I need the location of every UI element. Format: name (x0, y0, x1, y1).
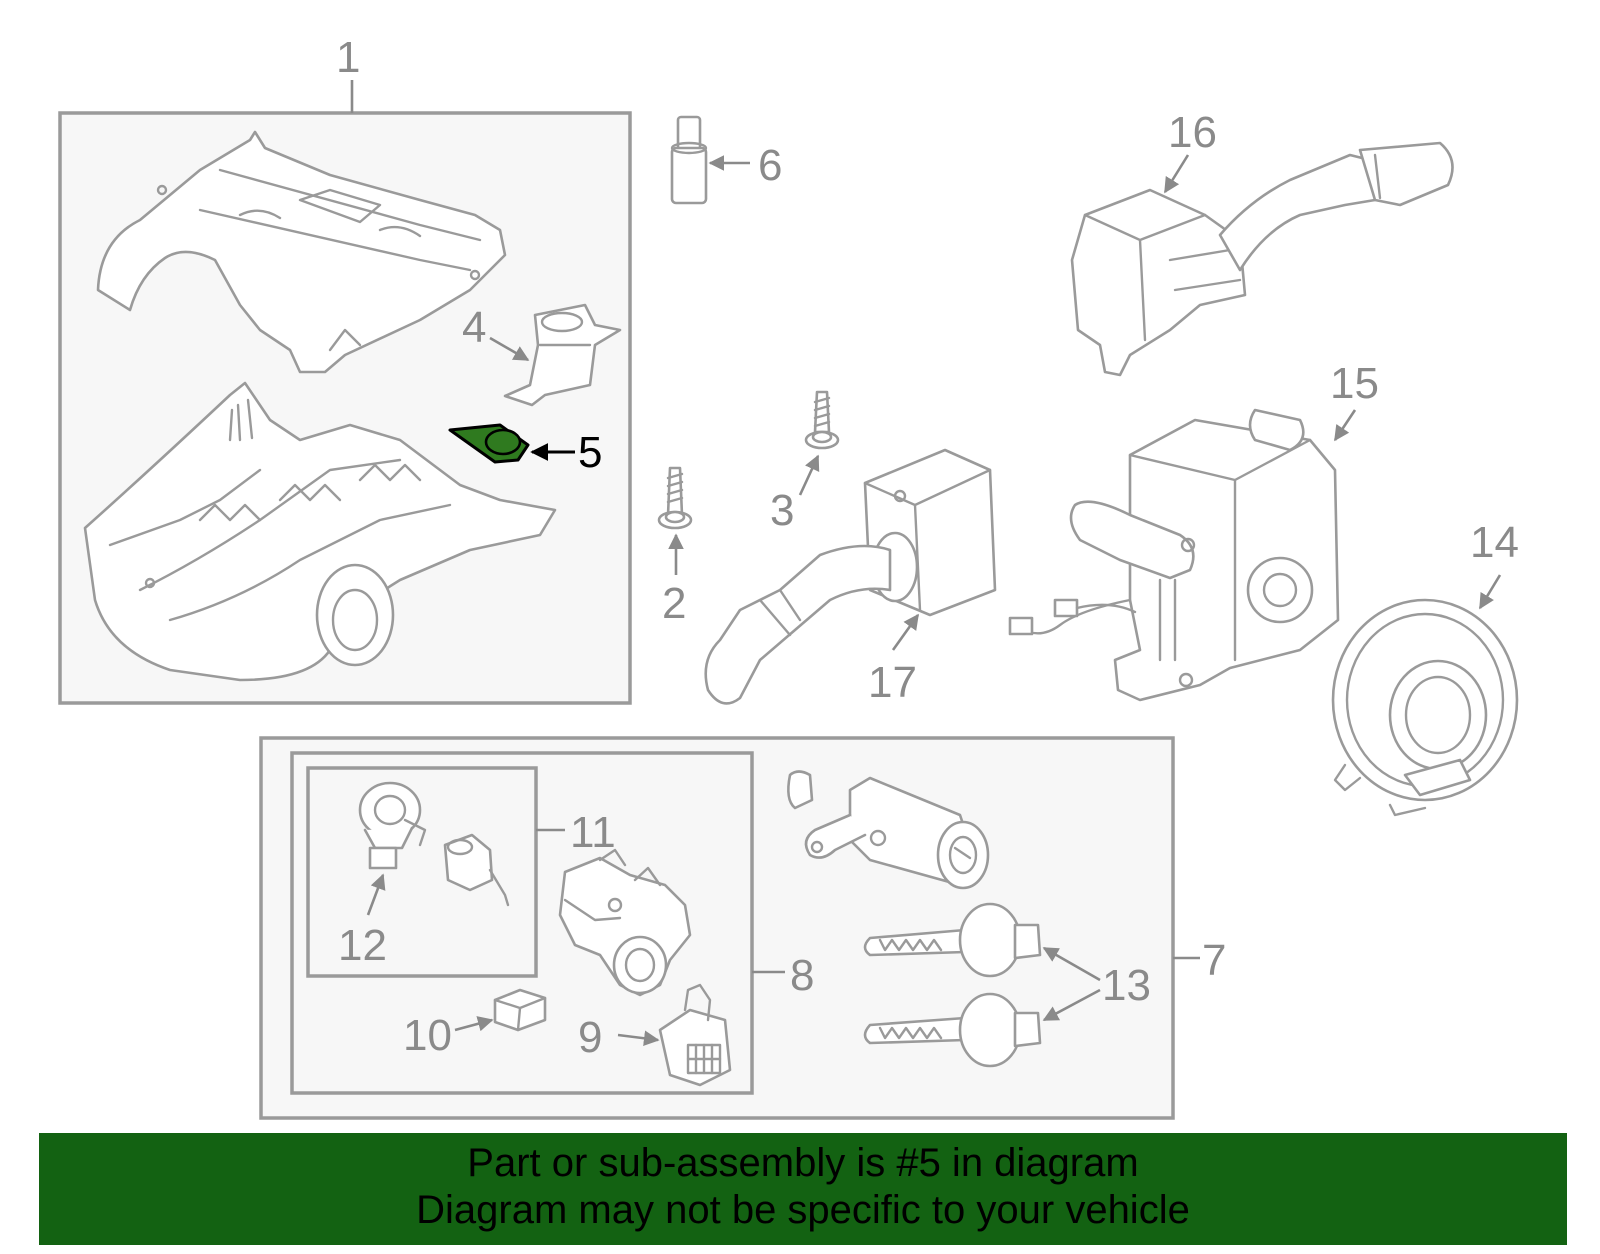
callout-11: 11 (570, 808, 616, 857)
upper-shroud-part (96, 130, 507, 374)
group-box-8 (290, 751, 754, 1095)
ignition-housing-part (558, 848, 692, 997)
banner-line-2: Diagram may not be specific to your vehi… (416, 1188, 1190, 1232)
callout-14: 14 (1470, 518, 1519, 567)
sensor-part-12 (358, 781, 427, 870)
info-banner: Part or sub-assembly is #5 in diagram Di… (39, 1133, 1567, 1245)
highlighted-part-5 (448, 423, 530, 464)
switch-part-9 (658, 983, 732, 1087)
key-part-13-upper (863, 902, 1042, 978)
lower-shroud-part (83, 381, 557, 682)
callout-5: 5 (578, 428, 602, 477)
callout-1: 1 (336, 33, 360, 82)
callout-17: 17 (868, 658, 917, 707)
screw-part-2 (657, 466, 693, 530)
callout-16: 16 (1168, 108, 1217, 157)
callout-10: 10 (403, 1011, 452, 1060)
callout-7: 7 (1202, 936, 1226, 985)
switch-part-17 (704, 448, 997, 705)
lock-cylinder-part (787, 770, 990, 890)
callout-12: 12 (338, 921, 387, 970)
callout-6: 6 (758, 141, 782, 190)
switch-part-16 (1070, 141, 1454, 377)
key-part-13-lower (863, 992, 1042, 1068)
switch-module-part-15 (1008, 408, 1340, 702)
callout-8: 8 (790, 951, 814, 1000)
screw-part-3 (804, 390, 840, 450)
switch-part-10 (493, 988, 547, 1032)
pin-part-6 (670, 115, 708, 205)
callout-3: 3 (770, 486, 794, 535)
bracket-part-4 (503, 303, 622, 407)
connector-part (443, 833, 510, 907)
callout-2: 2 (662, 579, 686, 628)
callout-13: 13 (1102, 961, 1151, 1010)
callout-9: 9 (578, 1013, 602, 1062)
callout-15: 15 (1330, 359, 1379, 408)
callout-4: 4 (462, 303, 486, 352)
clockspring-part-14 (1331, 598, 1519, 817)
banner-line-1: Part or sub-assembly is #5 in diagram (467, 1141, 1139, 1185)
group-box-11 (306, 766, 538, 978)
